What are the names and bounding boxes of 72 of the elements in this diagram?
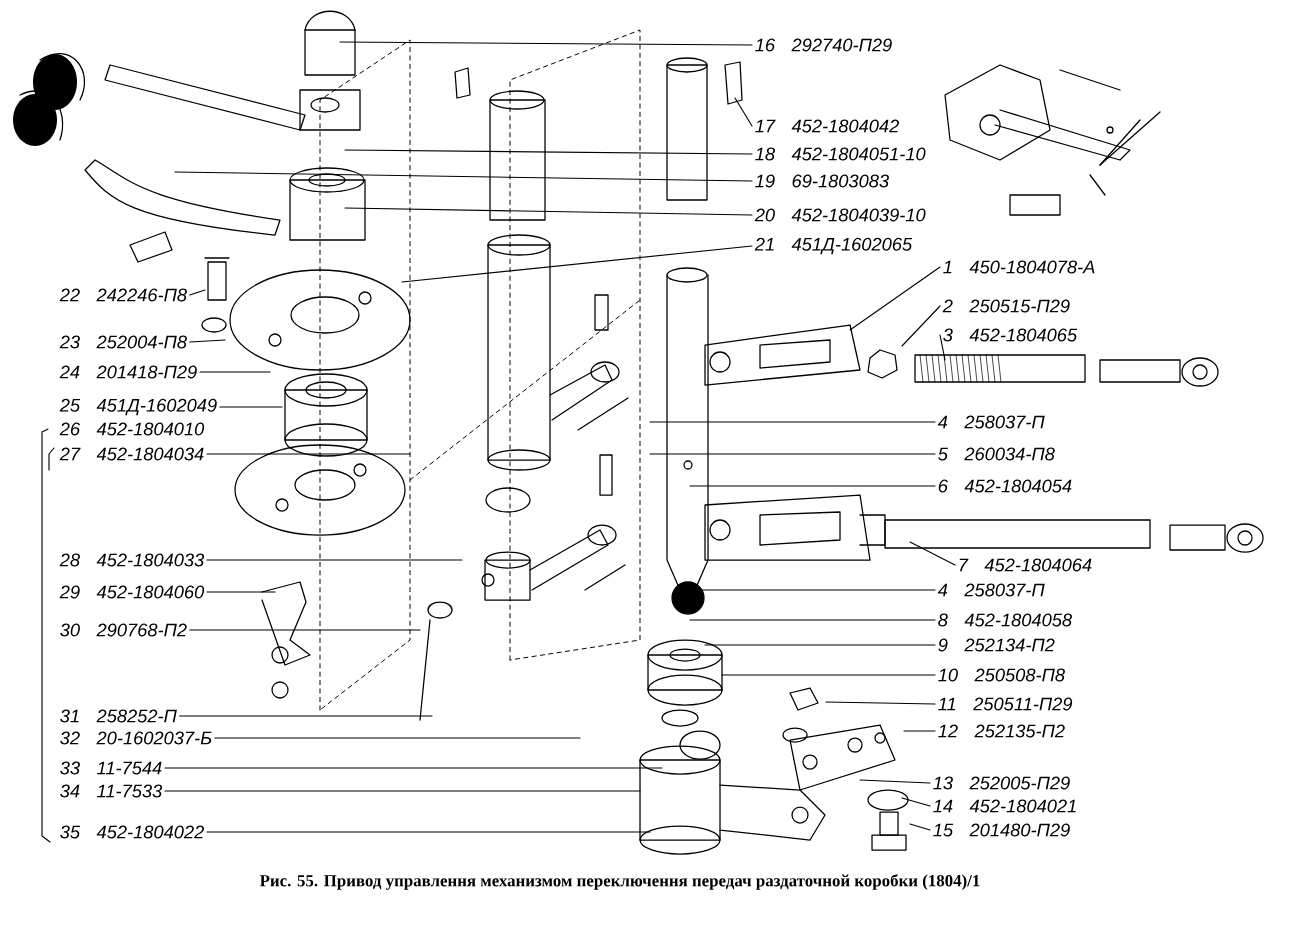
callout-label: 9 252134-П2: [938, 638, 1055, 652]
leader-line: [649, 421, 936, 423]
leader-line: [219, 406, 283, 408]
callout-label: 27 452-1804034: [59, 447, 204, 461]
leader-line: [721, 674, 936, 676]
leader-line: [825, 701, 936, 705]
callout-label: 12 252135-П2: [938, 724, 1065, 738]
leader-line: [339, 41, 753, 46]
callout-label: 23 252004-П8: [59, 335, 187, 349]
callout-label: 4 258037-П: [937, 415, 1045, 429]
leader-line: [649, 453, 936, 455]
callout-label: 13 252005-П29: [933, 776, 1070, 790]
leader-line: [189, 339, 226, 343]
callout-label: 34 11-7533: [60, 784, 163, 798]
leader-line: [189, 289, 206, 296]
callout-label: 6 452-1804054: [938, 479, 1072, 493]
callout-label: 18 452-1804051-10: [755, 147, 926, 161]
leader-line: [164, 790, 641, 792]
leader-line: [939, 334, 946, 361]
callout-label: 1 450-1804078-А: [943, 260, 1095, 274]
callout-label: 24 201418-П29: [59, 365, 197, 379]
leader-line: [206, 453, 411, 455]
leader-line: [909, 541, 956, 566]
leader-line: [164, 767, 663, 769]
callout-label: 4 258037-П: [937, 583, 1045, 597]
leader-line: [699, 589, 936, 591]
leader-line: [189, 629, 421, 631]
callout-label: 21 451Д-1602065: [754, 237, 913, 255]
callout-label: 33 11-7544: [60, 761, 162, 775]
callout-label: 22 242246-П8: [59, 288, 187, 302]
callout-label: 29 452-1804060: [59, 585, 205, 599]
leader-line: [859, 779, 931, 784]
callout-label: 25 451Д-1602049: [59, 398, 217, 416]
leader-line: [903, 730, 936, 732]
leader-line: [199, 371, 271, 373]
leader-line: [401, 245, 753, 283]
callout-label: 8 452-1804058: [938, 613, 1072, 627]
callout-label: 2 250515-П29: [942, 299, 1070, 313]
leader-line: [909, 823, 931, 831]
leader-line: [214, 737, 581, 739]
callout-label: 15 201480-П29: [933, 823, 1070, 837]
leader-line: [206, 559, 463, 561]
leader-line: [689, 619, 936, 621]
callout-label: 26 452-1804010: [59, 422, 205, 436]
callout-label: 11 250511-П29: [938, 697, 1073, 711]
leader-line: [206, 591, 276, 593]
leader-line: [344, 149, 753, 155]
leader-line: [901, 797, 931, 807]
callout-label: 19 69-1803083: [755, 174, 889, 188]
leader-line: [344, 207, 753, 216]
callout-label: 3 452-1804065: [943, 328, 1078, 342]
leader-line: [901, 305, 941, 347]
callout-label: 14 452-1804021: [933, 799, 1076, 813]
leader-line: [206, 831, 651, 833]
callout-label: 5 260034-П8: [938, 447, 1055, 461]
callout-label: 28 452-1804033: [59, 553, 205, 567]
callout-label: 16 292740-П29: [755, 38, 892, 52]
callout-label: 30 290768-П2: [60, 623, 187, 637]
leader-line: [179, 715, 433, 717]
leader-line: [689, 485, 936, 487]
callout-label: 17 452-1804042: [755, 119, 899, 133]
callout-label: 32 20-1602037-Б: [60, 731, 212, 745]
callout-label: 35 452-1804022: [60, 825, 204, 839]
callout-label: 10 250508-П8: [938, 668, 1065, 682]
leader-line: [704, 644, 936, 646]
leader-line: [174, 171, 753, 182]
figure-caption: Рис. 55. Привод управлення механизмом переключення передач раздаточной коробки (1804)/1: [259, 874, 980, 890]
leader-line: [734, 97, 753, 127]
callout-label: 7 452-1804064: [959, 558, 1092, 572]
callout-label: 31 258252-П: [60, 709, 177, 723]
callout-label: 20 452-1804039-10: [754, 208, 926, 222]
leader-line: [849, 266, 941, 331]
